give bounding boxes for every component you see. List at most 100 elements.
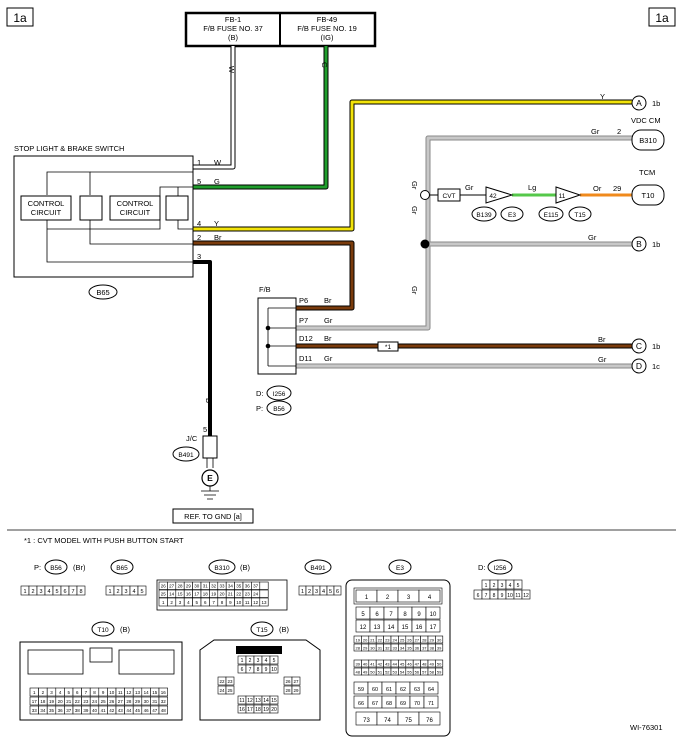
t15-pin-label: 29	[293, 688, 299, 693]
fb-pin-d11-color: Gr	[324, 354, 333, 363]
t15-pin-label: 16	[239, 707, 245, 713]
b56-name: B56	[50, 565, 62, 572]
b310-pin-label: 26	[161, 584, 167, 589]
i256-pin	[513, 579, 523, 590]
e3-pin-label: 33	[392, 645, 397, 650]
switch-element-b	[165, 195, 189, 221]
vdc-title: VDC CM	[631, 116, 661, 125]
t15-pin	[269, 695, 279, 705]
t15-pin-label: 1	[241, 658, 244, 664]
ref-b: B	[631, 236, 647, 252]
wire-label-gr-vert2: Gr	[410, 206, 419, 215]
i256-pin-label: 9	[501, 593, 504, 599]
t10-pin-label: 21	[66, 699, 72, 704]
switch-pin-1: 1	[197, 158, 201, 167]
wire-label-lg: Lg	[528, 183, 536, 192]
ref-c: C	[631, 338, 647, 354]
e3-pin-label: 29	[429, 637, 434, 642]
e3-pin-label: 45	[400, 661, 405, 666]
e3-pin-label: 39	[355, 661, 360, 666]
e3-pin-label: 34	[400, 645, 405, 650]
t15-pin-label: 25	[227, 688, 233, 693]
ref-a: A	[631, 95, 647, 111]
e3-pin-label: 53	[392, 669, 397, 674]
jc-conn-oval	[172, 446, 200, 462]
e3-pin-label: 69	[400, 701, 406, 707]
e3-pin-label: 52	[385, 669, 390, 674]
switch-element-a	[79, 195, 103, 221]
jc-connector: B491	[178, 452, 194, 459]
t15-pin-label: 10	[271, 667, 277, 673]
ground-ref: REF. TO GND [a]	[184, 512, 242, 521]
t10-pin-label: 13	[135, 690, 141, 695]
e3-pin-label: 75	[405, 718, 412, 724]
e3-pin-label: 66	[358, 701, 364, 707]
switch-pin-1-color: W	[214, 158, 222, 167]
b310-suffix: (B)	[240, 563, 251, 572]
e3-pin-label: 20	[363, 637, 368, 642]
t10-key	[89, 647, 113, 663]
t15-pin-label: 20	[271, 707, 277, 713]
e3-pin-label: 30	[437, 637, 442, 642]
b56-pin-label: 7	[71, 589, 74, 595]
e3-pin-label: 38	[429, 645, 434, 650]
control-circuit-b	[109, 195, 161, 221]
tcm-title: TCM	[639, 168, 655, 177]
cvt-c1-conn-a: B139	[476, 212, 492, 219]
t10-pin-label: 37	[66, 708, 72, 713]
e3-pin-label: 31	[378, 645, 383, 650]
switch-connector: B65	[96, 288, 109, 297]
b310-pin	[259, 597, 269, 607]
b310-pin-label: 35	[236, 584, 242, 589]
b310-pin-label: 2	[170, 600, 173, 605]
t10-pin	[158, 705, 168, 715]
t10-pin-label: 11	[118, 690, 123, 695]
b310-pin-label: 23	[245, 592, 251, 597]
b310-pin-label: 22	[236, 592, 242, 597]
t10-pin-label: 29	[135, 699, 141, 704]
b310-pin-label: 12	[253, 600, 259, 605]
e3-pin	[425, 619, 441, 633]
ref-d-color: Gr	[598, 355, 607, 364]
wire-g-fill	[193, 46, 328, 189]
e3-pin-label: 29	[363, 645, 368, 650]
t10-pin-label: 9	[102, 690, 105, 695]
e3-pin-label: 12	[360, 625, 367, 631]
t10-pin-label: 1	[33, 690, 36, 695]
e3-pin-label: 28	[355, 645, 360, 650]
b56-pin-label: 8	[79, 589, 82, 595]
e3-pin-label: 35	[407, 645, 412, 650]
tcm-box	[631, 184, 665, 206]
t15-pin-label: 27	[293, 679, 299, 684]
e3-pin-label: 41	[370, 661, 375, 666]
e3-pin-label: 15	[402, 625, 409, 631]
b56-oval	[44, 559, 68, 575]
e3-pin	[425, 606, 441, 620]
ref-d: D	[631, 358, 647, 374]
control-circuit-b-l1: CONTROL	[117, 199, 154, 208]
ground-ref-box	[172, 508, 254, 524]
e3-pin-label: 30	[370, 645, 375, 650]
e3-pin-label: 24	[392, 637, 397, 642]
fb-conn-d-prefix: D:	[256, 389, 264, 398]
e3-pin-label: 48	[355, 669, 360, 674]
jc-box	[202, 435, 218, 459]
e3-pin-label: 4	[428, 595, 432, 601]
b65-pin-label: 5	[140, 589, 143, 595]
switch-pin-2-color: Br	[214, 233, 222, 242]
ref-b-letter: B	[636, 239, 642, 249]
fb-conn-d-oval	[266, 385, 292, 401]
b310-pin-label: 5	[196, 600, 199, 605]
e3-pin-label: 27	[415, 637, 420, 642]
e3-pin-label: 40	[363, 661, 368, 666]
switch-pin-3: 3	[197, 252, 201, 261]
e3-pin-label: 14	[388, 625, 395, 631]
e3-pin-label: 7	[389, 612, 393, 618]
b310-pin-label: 29	[186, 584, 192, 589]
b491-pin-label: 2	[308, 589, 311, 595]
t15-pin	[269, 664, 279, 674]
t10-pin-label: 39	[83, 708, 89, 713]
e3-pin-label: 49	[429, 661, 434, 666]
